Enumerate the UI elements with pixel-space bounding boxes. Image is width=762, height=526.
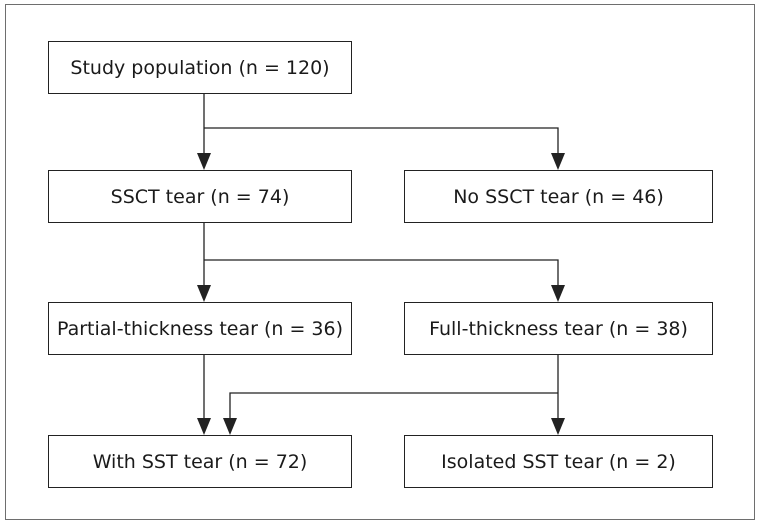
arrowhead-full: [551, 285, 565, 302]
node-ssct-tear: SSCT tear (n = 74): [48, 170, 352, 223]
connector-full-with: [229, 392, 558, 425]
arrowhead-isolated: [551, 418, 565, 435]
node-with-sst-tear: With SST tear (n = 72): [48, 435, 352, 488]
arrowhead-with-from-full: [223, 418, 237, 435]
connector-ssct-full: [204, 259, 559, 292]
arrowhead-with-from-partial: [197, 418, 211, 435]
node-no-ssct-tear: No SSCT tear (n = 46): [404, 170, 713, 223]
node-full-thickness-tear: Full-thickness tear (n = 38): [404, 302, 713, 355]
connector-pop-nossct: [204, 127, 559, 160]
node-partial-thickness-tear: Partial-thickness tear (n = 36): [48, 302, 352, 355]
arrowhead-nossct: [551, 153, 565, 170]
arrowhead-partial: [197, 285, 211, 302]
diagram-frame: [5, 4, 755, 520]
arrowhead-ssct: [197, 153, 211, 170]
node-study-population: Study population (n = 120): [48, 41, 352, 94]
node-isolated-sst-tear: Isolated SST tear (n = 2): [404, 435, 713, 488]
